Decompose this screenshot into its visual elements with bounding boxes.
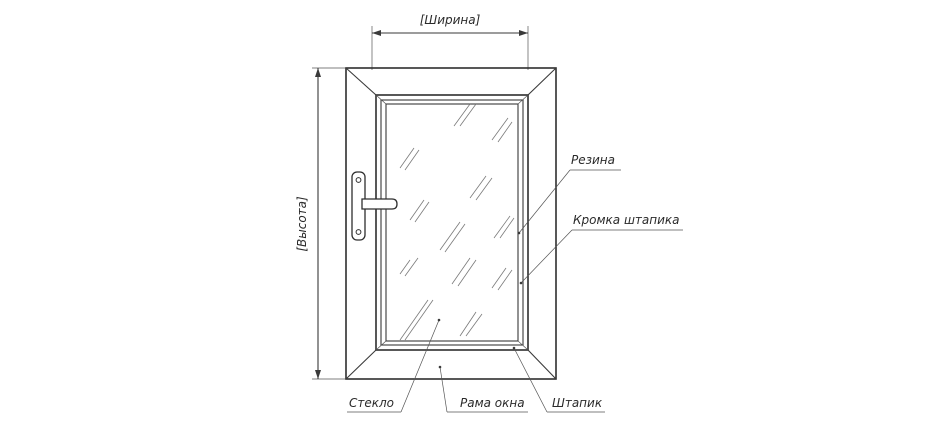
callout-window-frame-label: Рама окна — [460, 396, 525, 410]
window-handle — [351, 171, 398, 241]
window-frame — [345, 67, 557, 380]
callout-bead: Штапик — [512, 346, 605, 413]
callout-glass-label: Стекло — [349, 396, 394, 410]
callout-bead-label: Штапик — [552, 396, 603, 410]
width-label: [Ширина] — [420, 13, 481, 27]
callout-rubber: Резина — [517, 153, 621, 235]
callout-glass: Стекло — [347, 318, 441, 413]
height-label: [Высота] — [295, 196, 309, 252]
width-dimension: [Ширина] — [371, 13, 529, 70]
callout-bead-edge-label: Кромка штапика — [573, 213, 680, 227]
glazing-bead — [375, 94, 529, 351]
height-dimension: [Высота] — [295, 67, 346, 380]
glass-hatching — [399, 103, 515, 341]
callout-rubber-label: Резина — [571, 153, 615, 167]
callout-bead-edge: Кромка штапика — [519, 213, 683, 285]
callout-window-frame: Рама окна — [438, 365, 528, 413]
